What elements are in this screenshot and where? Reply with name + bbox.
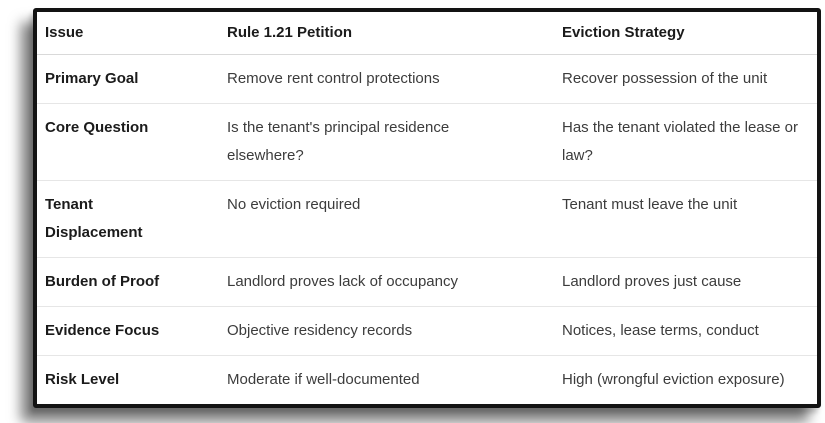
comparison-table: Issue Rule 1.21 Petition Eviction Strate… (37, 12, 817, 404)
petition-cell: Moderate if well-documented (207, 355, 542, 404)
petition-cell: Objective residency records (207, 306, 542, 356)
column-header-issue: Issue (37, 12, 207, 55)
table-header: Issue Rule 1.21 Petition Eviction Strate… (37, 12, 817, 55)
eviction-cell: Tenant must leave the unit (542, 180, 817, 258)
table-row: Primary Goal Remove rent control protect… (37, 54, 817, 104)
issue-label: Core Question (37, 103, 207, 181)
table-row: Core Question Is the tenant's principal … (37, 103, 817, 181)
table-body: Primary Goal Remove rent control protect… (37, 54, 817, 404)
petition-cell: Remove rent control protections (207, 54, 542, 104)
table-row: Risk Level Moderate if well-documented H… (37, 355, 817, 404)
issue-label: Risk Level (37, 355, 207, 404)
header-row: Issue Rule 1.21 Petition Eviction Strate… (37, 12, 817, 55)
table-row: Burden of Proof Landlord proves lack of … (37, 257, 817, 307)
eviction-cell: Has the tenant violated the lease or law… (542, 103, 817, 181)
petition-cell: Is the tenant's principal residence else… (207, 103, 542, 181)
eviction-cell: High (wrongful eviction exposure) (542, 355, 817, 404)
comparison-table-card: Issue Rule 1.21 Petition Eviction Strate… (33, 8, 821, 408)
issue-label: Evidence Focus (37, 306, 207, 356)
eviction-cell: Landlord proves just cause (542, 257, 817, 307)
table-row: Evidence Focus Objective residency recor… (37, 306, 817, 356)
issue-label: Tenant Displacement (37, 180, 207, 258)
eviction-cell: Notices, lease terms, conduct (542, 306, 817, 356)
column-header-eviction-strategy: Eviction Strategy (542, 12, 817, 55)
issue-label: Primary Goal (37, 54, 207, 104)
table-row: Tenant Displacement No eviction required… (37, 180, 817, 258)
column-header-rule-121-petition: Rule 1.21 Petition (207, 12, 542, 55)
eviction-cell: Recover possession of the unit (542, 54, 817, 104)
issue-label: Burden of Proof (37, 257, 207, 307)
petition-cell: No eviction required (207, 180, 542, 258)
petition-cell: Landlord proves lack of occupancy (207, 257, 542, 307)
